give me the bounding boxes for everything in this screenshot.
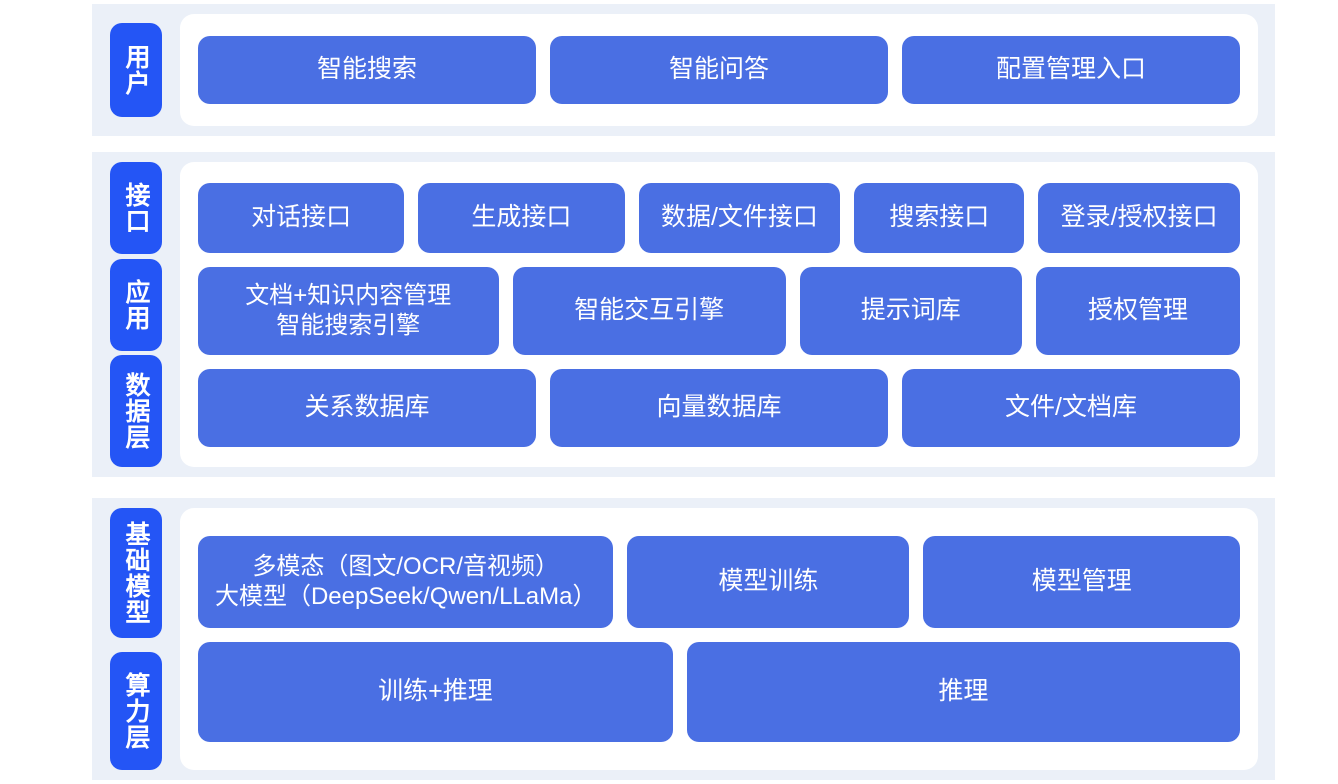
side-label-users: 用户 <box>110 23 162 117</box>
side-label-compute-layer: 算力层 <box>110 652 162 770</box>
box-model-management[interactable]: 模型管理 <box>923 536 1240 628</box>
box-vector-database[interactable]: 向量数据库 <box>550 368 888 447</box>
side-label-data-layer: 数据层 <box>110 355 162 467</box>
box-data-file-api[interactable]: 数据/文件接口 <box>638 182 841 253</box>
label-column-infrastructure: 基础模型 算力层 <box>92 498 180 780</box>
box-prompt-library[interactable]: 提示词库 <box>799 266 1022 355</box>
panel-users: 智能搜索 智能问答 配置管理入口 <box>180 14 1258 126</box>
box-login-auth-api[interactable]: 登录/授权接口 <box>1038 182 1240 253</box>
box-smart-search[interactable]: 智能搜索 <box>198 36 536 104</box>
box-config-management-entry[interactable]: 配置管理入口 <box>902 36 1240 104</box>
label-column-users: 用户 <box>92 4 180 136</box>
data-layer-row: 关系数据库 向量数据库 文件/文档库 <box>198 368 1240 447</box>
box-document-knowledge-management[interactable]: 文档+知识内容管理 智能搜索引擎 <box>198 266 499 355</box>
box-training-and-inference[interactable]: 训练+推理 <box>198 642 673 742</box>
box-smart-interaction-engine[interactable]: 智能交互引擎 <box>512 266 786 355</box>
panel-infrastructure: 多模态（图文/OCR/音视频） 大模型（DeepSeek/Qwen/LLaMa）… <box>180 508 1258 770</box>
box-search-api[interactable]: 搜索接口 <box>854 182 1025 253</box>
group-infrastructure: 基础模型 算力层 多模态（图文/OCR/音视频） 大模型（DeepSeek/Qw… <box>92 498 1275 780</box>
panel-application: 对话接口 生成接口 数据/文件接口 搜索接口 登录/授权接口 文档+知识内容管理… <box>180 162 1258 467</box>
box-authorization-management[interactable]: 授权管理 <box>1036 266 1240 355</box>
side-label-application: 应用 <box>110 258 162 351</box>
side-label-interface: 接口 <box>110 162 162 254</box>
label-column-application: 接口 应用 数据层 <box>92 152 180 477</box>
side-label-foundation-model: 基础模型 <box>110 508 162 638</box>
box-model-training[interactable]: 模型训练 <box>627 536 910 628</box>
group-application: 接口 应用 数据层 对话接口 生成接口 数据/文件接口 搜索接口 登录/授权接口… <box>92 152 1275 477</box>
application-row: 文档+知识内容管理 智能搜索引擎 智能交互引擎 提示词库 授权管理 <box>198 266 1240 355</box>
compute-layer-row: 训练+推理 推理 <box>198 642 1240 742</box>
box-smart-qa[interactable]: 智能问答 <box>550 36 888 104</box>
box-multimodal-large-model[interactable]: 多模态（图文/OCR/音视频） 大模型（DeepSeek/Qwen/LLaMa） <box>198 536 614 628</box>
user-entry-row: 智能搜索 智能问答 配置管理入口 <box>198 36 1240 104</box>
box-inference[interactable]: 推理 <box>686 642 1240 742</box>
interface-row: 对话接口 生成接口 数据/文件接口 搜索接口 登录/授权接口 <box>198 182 1240 253</box>
box-file-document-store[interactable]: 文件/文档库 <box>902 368 1240 447</box>
group-users: 用户 智能搜索 智能问答 配置管理入口 <box>92 4 1275 136</box>
foundation-model-row: 多模态（图文/OCR/音视频） 大模型（DeepSeek/Qwen/LLaMa）… <box>198 536 1240 628</box>
box-dialogue-api[interactable]: 对话接口 <box>198 182 405 253</box>
box-relational-database[interactable]: 关系数据库 <box>198 368 536 447</box>
box-generation-api[interactable]: 生成接口 <box>418 182 625 253</box>
